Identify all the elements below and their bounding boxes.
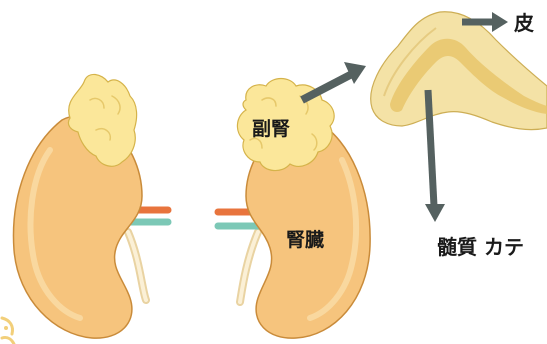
medulla-label: 髄質 カテ — [437, 235, 524, 259]
left-ureter-inner — [128, 232, 146, 300]
arrow-to-cortex-head — [492, 12, 508, 32]
adrenal-gland-label: 副腎 — [252, 118, 290, 140]
right-kidney-group: 副腎 腎臓 — [218, 79, 370, 339]
kidney-label: 腎臓 — [286, 229, 324, 251]
left-kidney-group — [13, 74, 168, 338]
corner-mark — [2, 318, 14, 344]
arrow-to-section — [302, 62, 366, 100]
cortex-label: 皮 — [514, 11, 534, 35]
arrow-to-medulla-head — [425, 204, 445, 222]
